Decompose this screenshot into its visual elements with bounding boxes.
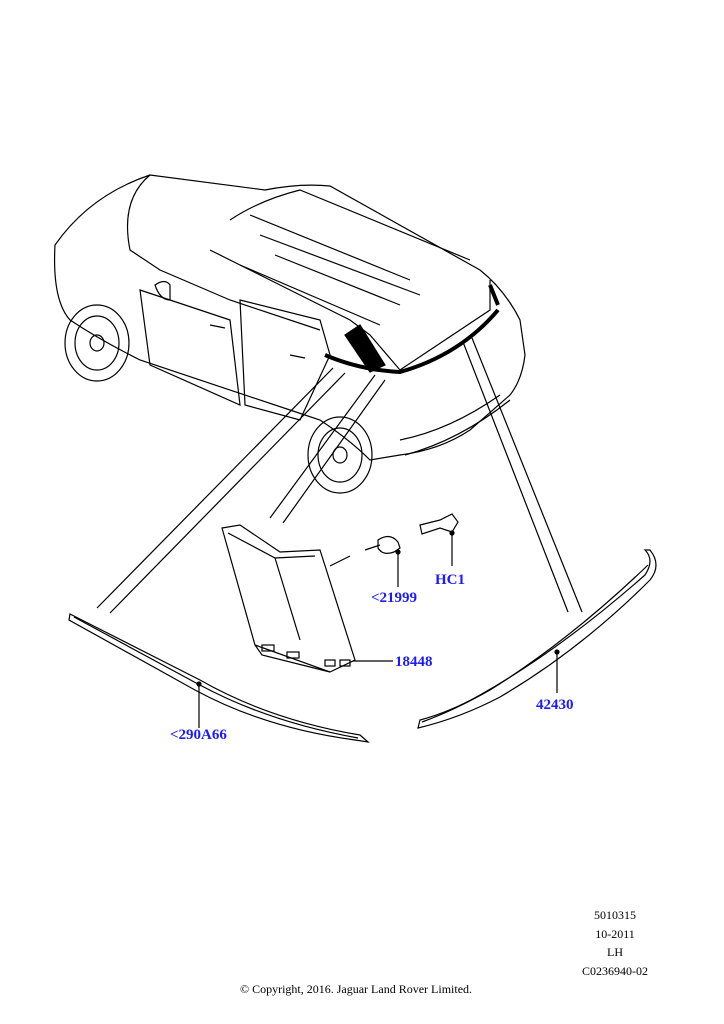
illustration-meta: 5010315 10-2011 LH C0236940-02	[560, 906, 670, 980]
meta-side: LH	[607, 945, 623, 959]
meta-illustration-id: C0236940-02	[582, 963, 648, 978]
meta-code: 5010315	[594, 908, 636, 922]
callout-hc1[interactable]: HC1	[435, 572, 465, 588]
vehicle-illustration	[53, 174, 526, 494]
leader-lines	[96, 337, 583, 728]
pillar-trim-part	[221, 524, 356, 673]
callout-21999[interactable]: <21999	[371, 590, 418, 606]
meta-date: 10-2011	[595, 926, 635, 941]
clip-parts	[377, 513, 459, 555]
quarter-glass-highlight	[344, 324, 386, 373]
callout-18448[interactable]: 18448	[395, 654, 433, 670]
callout-42430[interactable]: 42430	[536, 697, 574, 713]
callout-290a66[interactable]: <290A66	[170, 727, 227, 743]
right-moulding-part	[417, 549, 657, 729]
copyright-notice: © Copyright, 2016. Jaguar Land Rover Lim…	[239, 982, 473, 996]
left-moulding-part	[68, 613, 370, 743]
